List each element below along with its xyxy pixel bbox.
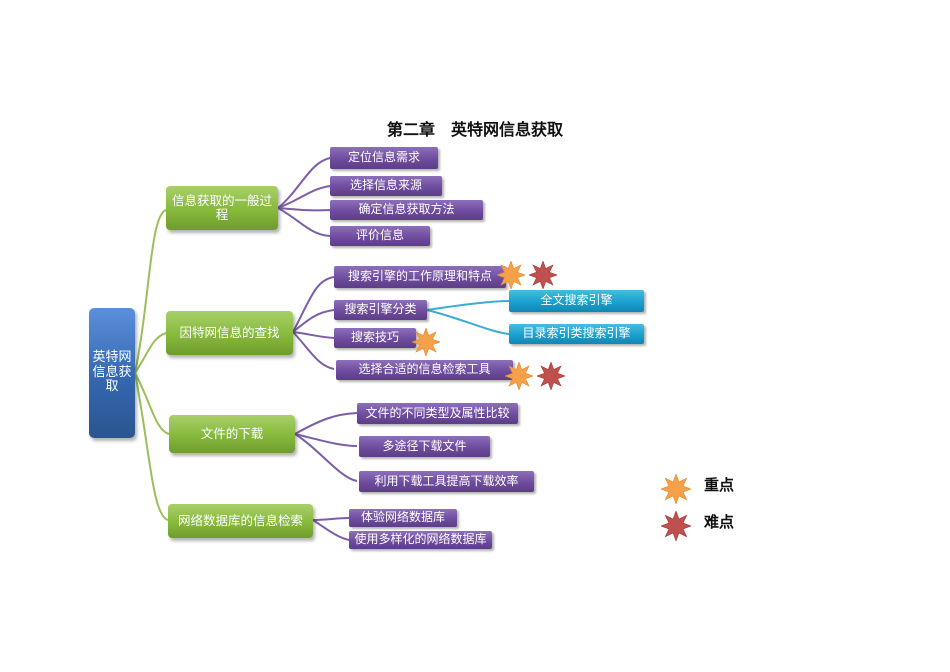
branch-label: 信息获取的一般过程 <box>171 192 272 222</box>
page-title: 第二章 英特网信息获取 <box>386 120 563 139</box>
edge-b0-c1 <box>277 185 331 209</box>
leaf-diverse-db[interactable]: 使用多样化的网络数据库 <box>349 531 492 549</box>
leaf-experience-db[interactable]: 体验网络数据库 <box>349 509 457 527</box>
leaf-method[interactable]: 确定信息获取方法 <box>330 200 483 220</box>
leaf-choose-tool[interactable]: 选择合适的信息检索工具 <box>336 360 513 380</box>
edge-b1-c0 <box>292 276 335 333</box>
leaf-label: 利用下载工具提高下载效率 <box>374 473 519 488</box>
red-star-icon <box>537 362 565 390</box>
leaf-label: 目录索引类搜索引擎 <box>522 326 631 341</box>
edge-b3-c1 <box>312 519 350 541</box>
leaf-file-types[interactable]: 文件的不同类型及属性比较 <box>357 403 518 424</box>
leaf-directory-engine[interactable]: 目录索引类搜索引擎 <box>509 324 644 344</box>
leaf-label: 搜索引擎分类 <box>344 302 417 317</box>
leaf-fulltext-engine[interactable]: 全文搜索引擎 <box>509 290 644 312</box>
branch-database-search[interactable]: 网络数据库的信息检索 <box>168 504 313 538</box>
edge-b3-c0 <box>312 517 350 521</box>
legend-hard-label: 难点 <box>704 513 735 531</box>
edge-root-b3 <box>134 372 169 521</box>
orange-star-icon <box>505 362 533 390</box>
edge-root-b0 <box>134 209 167 374</box>
leaf-label: 选择信息来源 <box>349 178 422 193</box>
root-label: 英特网信息获取 <box>92 349 132 395</box>
leaf-label: 搜索技巧 <box>350 330 399 345</box>
edge-b1-c3 <box>292 331 335 370</box>
leaf-label: 全文搜索引擎 <box>540 293 613 308</box>
edge-b2-c0 <box>294 412 358 435</box>
branch-internet-search[interactable]: 因特网信息的查找 <box>166 311 293 355</box>
leaf-label: 多途径下载文件 <box>382 438 467 453</box>
branch-label: 因特网信息的查找 <box>179 324 280 340</box>
orange-star-icon <box>497 261 525 289</box>
leaf-label: 文件的不同类型及属性比较 <box>365 405 510 420</box>
leaf-evaluate[interactable]: 评价信息 <box>330 226 430 246</box>
edge-b2-c2 <box>294 433 358 482</box>
orange-star-icon <box>412 328 440 356</box>
edge-b0-c2 <box>277 207 331 212</box>
leaf-search-tips[interactable]: 搜索技巧 <box>334 328 416 348</box>
edge-b1-c1 <box>292 309 335 333</box>
leaf-label: 选择合适的信息检索工具 <box>358 362 491 377</box>
leaf-choose-source[interactable]: 选择信息来源 <box>330 176 442 196</box>
leaf-label: 使用多样化的网络数据库 <box>354 532 487 547</box>
branch-file-download[interactable]: 文件的下载 <box>169 415 295 453</box>
leaf-label: 确定信息获取方法 <box>358 202 455 217</box>
edge-engine-dir <box>426 309 510 335</box>
legend-key-label: 重点 <box>704 476 735 494</box>
orange-star-icon <box>661 474 691 504</box>
edge-b2-c1 <box>294 433 358 447</box>
red-star-icon <box>661 511 691 541</box>
leaf-label: 定位信息需求 <box>347 150 420 165</box>
branch-info-process[interactable]: 信息获取的一般过程 <box>166 186 278 230</box>
edge-engine-full <box>426 300 510 311</box>
leaf-label: 体验网络数据库 <box>360 510 445 525</box>
edge-root-b2 <box>134 372 170 435</box>
leaf-download-tool[interactable]: 利用下载工具提高下载效率 <box>359 471 534 492</box>
leaf-label: 搜索引擎的工作原理和特点 <box>347 269 492 284</box>
branch-label: 网络数据库的信息检索 <box>177 512 303 528</box>
red-star-icon <box>529 261 557 289</box>
leaf-engine-principle[interactable]: 搜索引擎的工作原理和特点 <box>334 266 506 288</box>
root-node[interactable]: 英特网信息获取 <box>89 308 135 438</box>
edge-root-b1 <box>134 332 167 374</box>
leaf-engine-types[interactable]: 搜索引擎分类 <box>334 300 427 320</box>
edge-b0-c3 <box>277 207 331 237</box>
edge-b0-c0 <box>277 157 331 209</box>
leaf-label: 评价信息 <box>355 228 404 243</box>
branch-label: 文件的下载 <box>200 425 264 441</box>
edge-b1-c2 <box>292 331 335 339</box>
leaf-locate-need[interactable]: 定位信息需求 <box>330 147 438 169</box>
leaf-multi-download[interactable]: 多途径下载文件 <box>359 436 490 457</box>
